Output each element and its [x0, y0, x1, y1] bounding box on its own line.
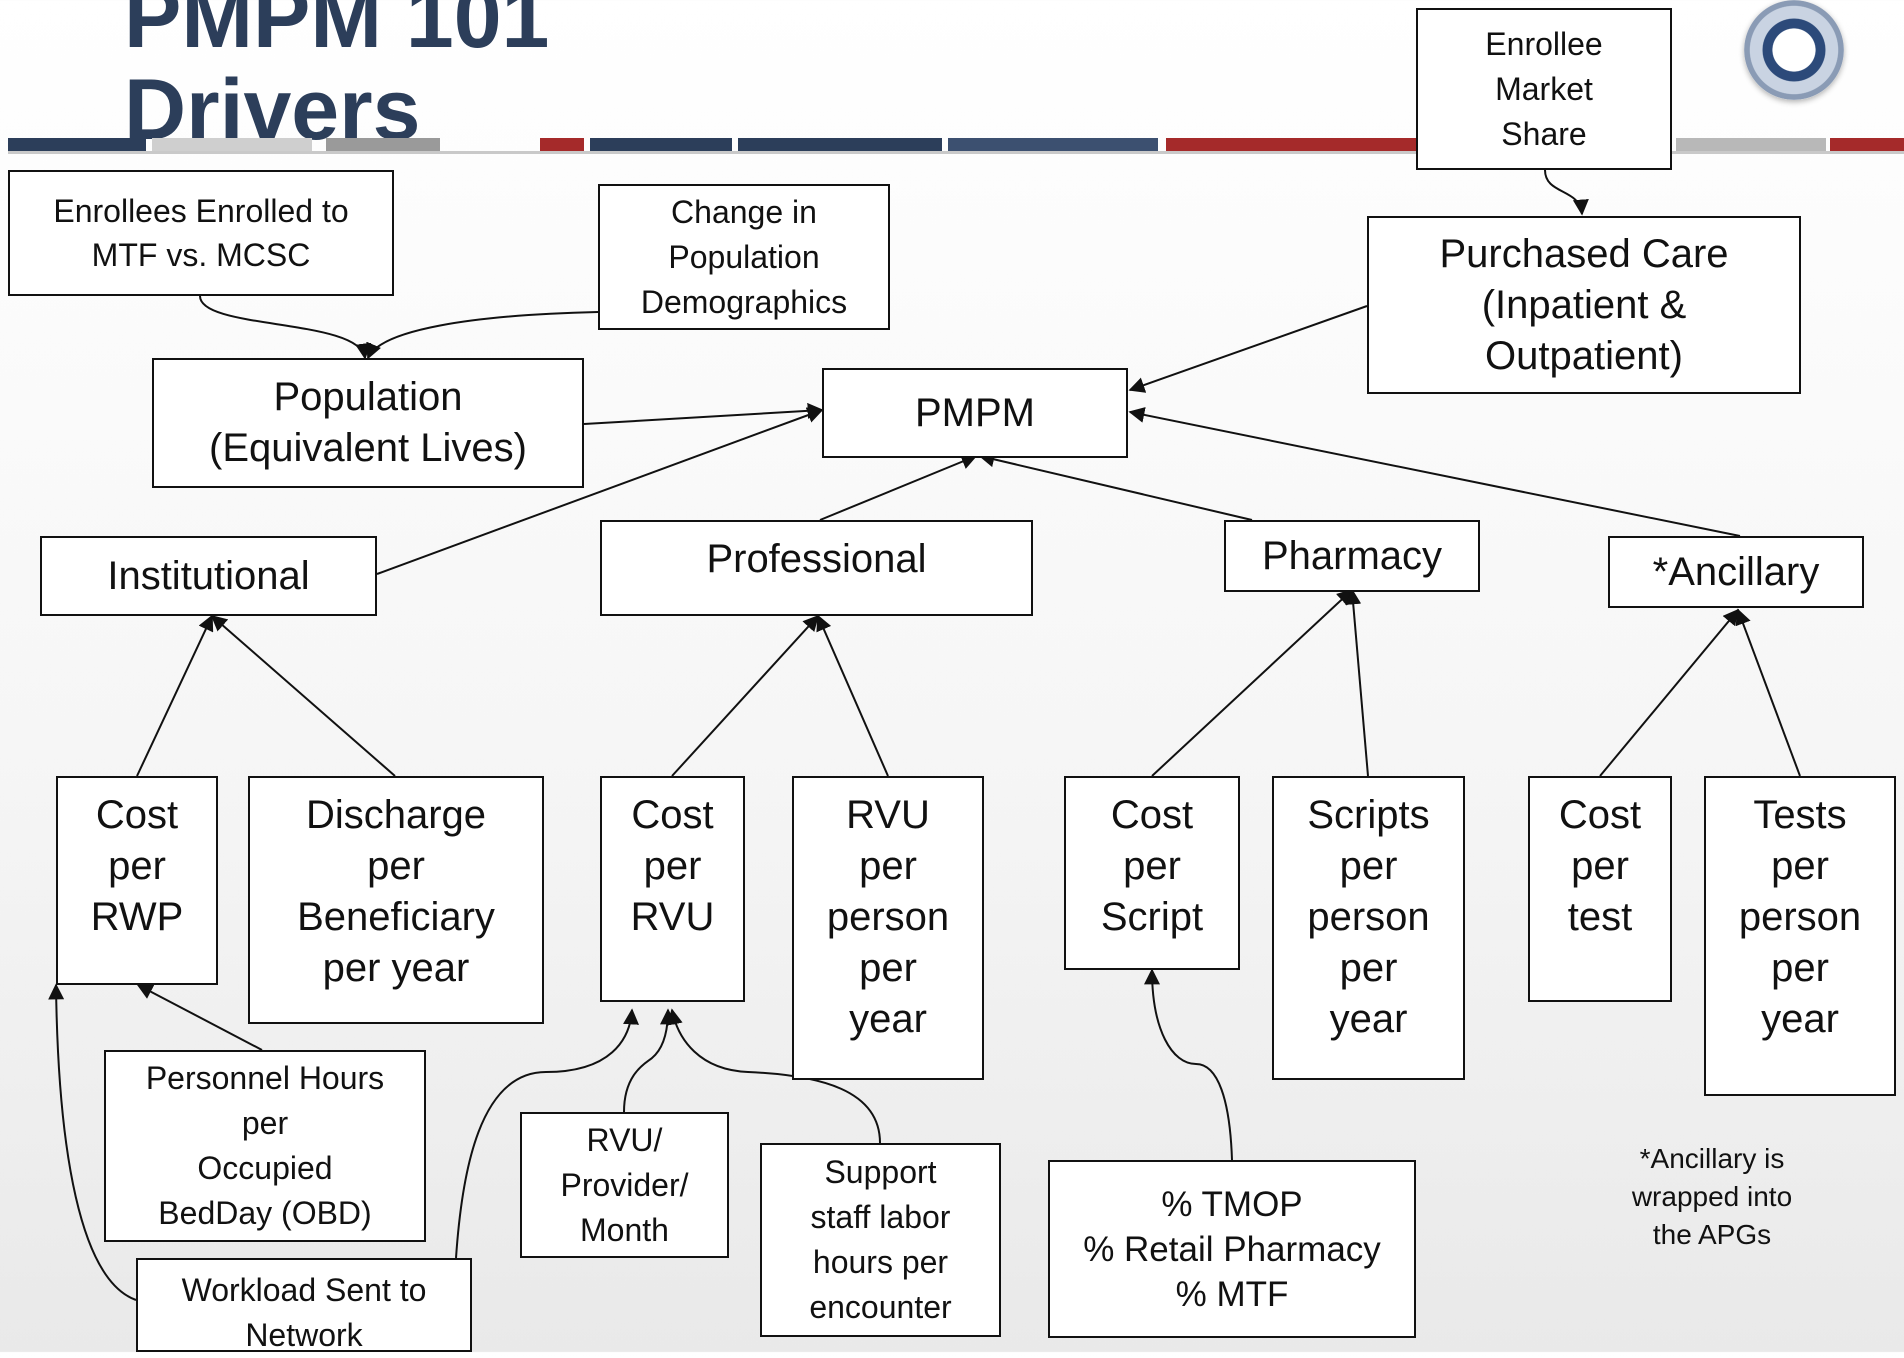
scripts-per-person-box: Scripts per person per year [1272, 776, 1465, 1080]
ancillary-footnote: *Ancillary is wrapped into the APGs [1631, 1143, 1793, 1250]
header-rule-segment [152, 138, 312, 151]
enrollees-mtf-mcsc-box: Enrollees Enrolled to MTF vs. MCSC [8, 170, 394, 296]
cost-per-script-box: Cost per Script [1064, 776, 1240, 970]
header-rule-segment [1166, 138, 1416, 151]
professional-box: Professional [600, 520, 1033, 616]
arrow-pharmacy-to-pmpm [978, 451, 1253, 521]
cost-per-rvu-box: Cost per RVU [600, 776, 745, 1002]
rvu-per-person-box: RVU per person per year [792, 776, 984, 1080]
arrow-purchased-to-pmpm [1128, 305, 1368, 393]
arrow-demographics-to-population [366, 311, 599, 360]
workload-network-box: Workload Sent to Network [136, 1258, 472, 1353]
header-rule-segment [1830, 138, 1904, 151]
arrow-cost-rwp-to-institutional [136, 614, 214, 777]
arrow-market-share-to-purchased [1544, 169, 1589, 216]
arrow-enrollees-to-population [199, 295, 372, 360]
cost-per-rwp-box: Cost per RWP [56, 776, 218, 985]
slide-title-line1: PMPM 101 [124, 0, 550, 66]
arrow-institutional-to-pmpm [376, 407, 824, 575]
emblem-logo-icon [1744, 0, 1844, 100]
arrow-personnel-to-cost-rwp [136, 984, 263, 1051]
arrow-cost-test-to-ancillary [1599, 608, 1740, 777]
header-rule-segment [540, 138, 584, 151]
header-rule-segment [590, 138, 732, 151]
cost-per-test-box: Cost per test [1528, 776, 1672, 1002]
arrow-ancillary-to-pmpm [1128, 407, 1741, 537]
support-staff-box: Support staff labor hours per encounter [760, 1143, 1001, 1337]
change-population-box: Change in Population Demographics [598, 184, 890, 330]
institutional-box: Institutional [40, 536, 377, 616]
arrow-rvu-provider-to-cost-rvu [623, 1008, 676, 1113]
arrow-workload-to-cost-rwp [48, 983, 137, 1301]
pharmacy-mix-box: % TMOP % Retail Pharmacy % MTF [1048, 1160, 1416, 1338]
personnel-hours-box: Personnel Hours per Occupied BedDay (OBD… [104, 1050, 426, 1242]
rvu-provider-month-box: RVU/ Provider/ Month [520, 1112, 729, 1258]
header-rule-segment [948, 138, 1158, 151]
arrow-cost-rvu-to-professional [671, 614, 820, 777]
header-rule-segment [738, 138, 942, 151]
population-box: Population (Equivalent Lives) [152, 358, 584, 488]
enrollee-market-share-box: Enrollee Market Share [1416, 8, 1672, 170]
header-rule-segment [8, 138, 146, 151]
header-rule-segment [326, 138, 440, 151]
arrow-rvu-person-to-professional [816, 614, 889, 777]
slide-title: PMPM 101 Drivers [124, 0, 549, 156]
purchased-care-box: Purchased Care (Inpatient & Outpatient) [1367, 216, 1801, 394]
tests-per-person-box: Tests per person per year [1704, 776, 1896, 1096]
arrow-professional-to-pmpm [819, 454, 978, 521]
pharmacy-box: Pharmacy [1224, 520, 1480, 592]
arrow-support-to-cost-rvu [666, 1008, 881, 1144]
arrow-population-to-pmpm [583, 402, 824, 425]
arrow-pharmacy-mix-to-cost-script [1144, 968, 1233, 1161]
arrow-workload-to-cost-rvu [455, 1008, 640, 1259]
discharge-per-beneficiary-box: Discharge per Beneficiary per year [248, 776, 544, 1024]
arrow-scripts-to-pharmacy [1345, 588, 1369, 777]
arrow-tests-to-ancillary [1735, 608, 1801, 777]
arrow-cost-script-to-pharmacy [1151, 588, 1354, 777]
header-rule-segment [1676, 138, 1826, 151]
pmpm-box: PMPM [822, 368, 1128, 458]
ancillary-box: *Ancillary [1608, 536, 1864, 608]
arrow-discharge-to-institutional [210, 614, 396, 777]
header-rule [8, 151, 1904, 154]
